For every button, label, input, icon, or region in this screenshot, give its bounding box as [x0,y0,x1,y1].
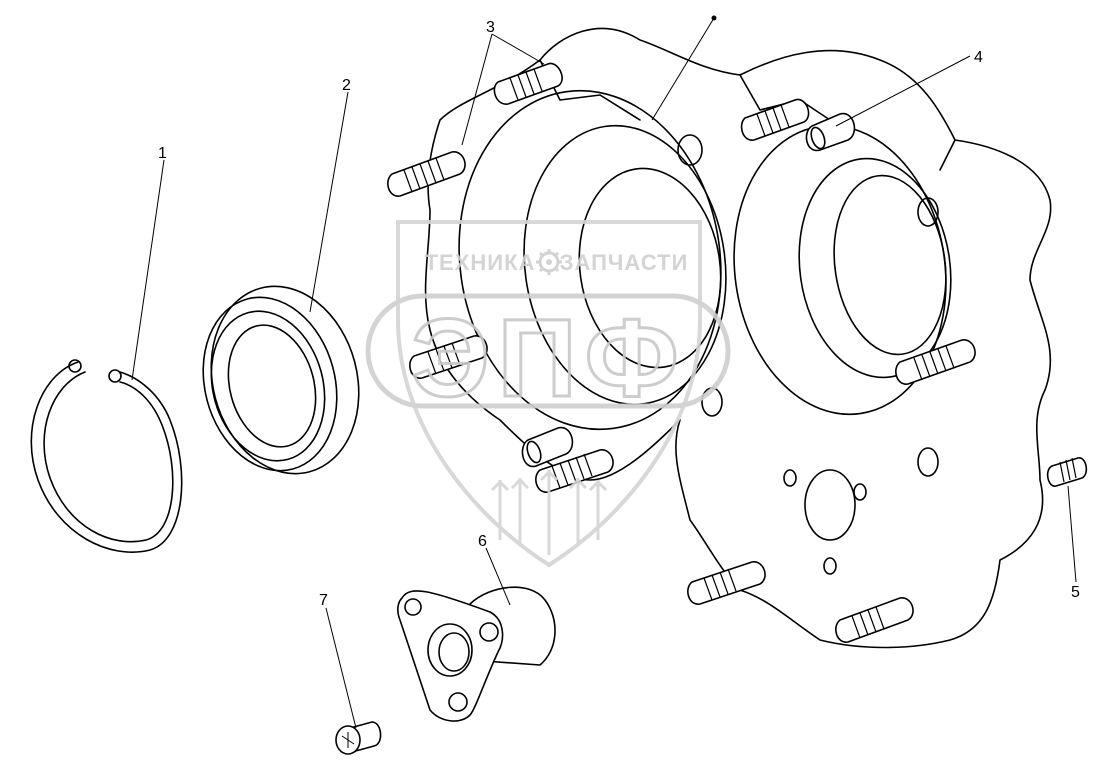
watermark-wheat [490,469,608,555]
retaining-ring [30,359,183,553]
callout-7: 7 [319,592,328,609]
gear-icon [536,249,562,275]
screw [335,721,382,755]
callout-3: 3 [486,19,495,36]
callout-5: 5 [1071,584,1080,601]
flange-cover [397,586,556,722]
studs [387,62,976,643]
gearbox-housing [424,27,1052,649]
callout-leaders [131,15,1077,729]
stud-right [895,339,976,385]
watermark-shield [396,220,702,568]
callout-labels: 1 2 3 4 5 6 7 [158,19,1080,609]
callout-1: 1 [158,145,167,162]
stud-bottom-right [835,597,914,643]
watermark-text-left: ТЕХНИКА [425,250,536,275]
watermark-big-text: ЭПФ [411,297,686,420]
stud-mid-left [409,335,488,379]
watermark-text-right: ЗАПЧАСТИ [560,250,689,275]
callout-4: 4 [974,49,983,66]
small-stud [1046,457,1088,487]
stud-bottom-left [687,561,766,605]
stud-upper-mid [740,98,810,141]
watermark-plate [365,293,731,409]
watermark: ТЕХНИКА ЗАПЧАСТИ ЭПФ [365,220,731,568]
seal-ring [202,285,360,475]
callout-6: 6 [478,533,487,550]
callout-2: 2 [342,77,351,94]
stud-top [493,62,563,105]
stud-left-upper [387,151,466,197]
